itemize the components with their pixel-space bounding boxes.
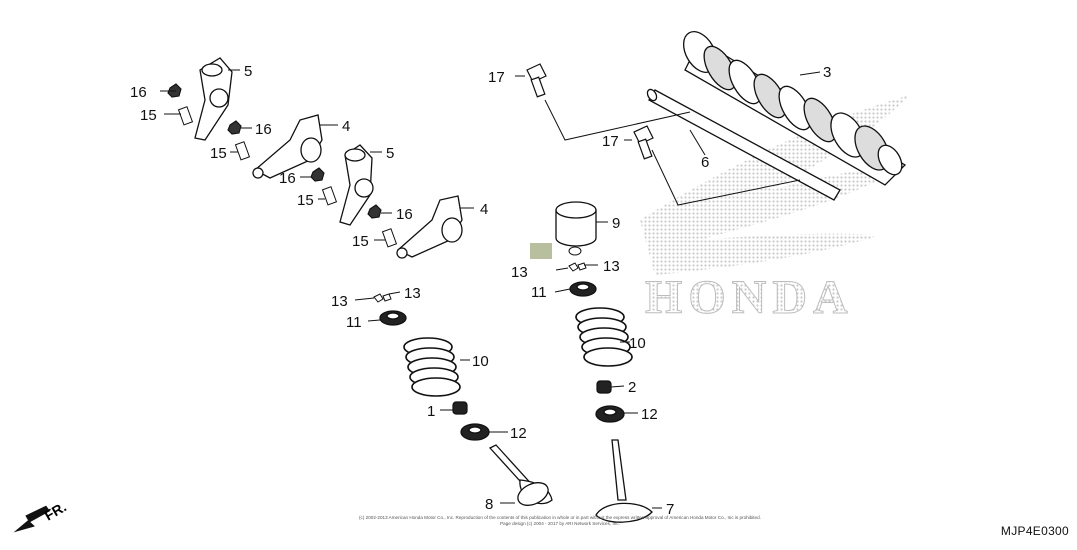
spring-seats (460, 405, 625, 441)
copyright-line-2: Page design (c) 2004 - 2017 by ARI Netwo… (500, 521, 620, 526)
callout-2: 2 (628, 379, 636, 396)
callout-8: 8 (485, 496, 493, 513)
valve-7 (595, 439, 653, 523)
callout-16-a: 16 (130, 84, 147, 101)
copyright-line-1: (c) 2002-2013 American Honda Motor Co., … (359, 515, 761, 520)
callout-16-c: 16 (279, 170, 296, 187)
callout-10-right: 10 (629, 335, 646, 352)
valve-spring-left (403, 337, 461, 397)
front-label: FR. (42, 498, 70, 523)
callout-labels: 5 16 15 16 4 15 5 16 15 16 4 15 17 17 3 … (130, 63, 831, 518)
callout-4-upper: 4 (342, 118, 350, 135)
callout-13-right-b: 13 (511, 264, 528, 281)
stem-seals (452, 380, 612, 415)
front-arrow-icon: FR. (13, 498, 70, 533)
adjusting-screws (177, 106, 398, 248)
rocker-arm-5-lower (339, 144, 374, 226)
rocker-arm-5-upper (194, 57, 233, 141)
valve-spring-right (575, 307, 633, 367)
callout-15-b: 15 (210, 145, 227, 162)
bolt-17-upper (526, 63, 547, 98)
bolt-17-lower (633, 125, 654, 160)
callout-13-right-a: 13 (603, 258, 620, 275)
callout-1: 1 (427, 403, 435, 420)
callout-9: 9 (612, 215, 620, 232)
honda-text-watermark: HONDA (645, 271, 854, 324)
valve-8 (488, 444, 553, 506)
callout-17-lower: 17 (602, 133, 619, 150)
highlight-box (530, 243, 552, 259)
callout-3: 3 (823, 64, 831, 81)
callout-5-lower: 5 (386, 145, 394, 162)
rocker-shaft (646, 88, 841, 201)
leader-lines-bolts-shaft (544, 99, 801, 206)
rocker-arm-4-lower (396, 195, 463, 259)
callout-13-left-a: 13 (331, 293, 348, 310)
callout-10-left: 10 (472, 353, 489, 370)
callout-15-d: 15 (352, 233, 369, 250)
copyright-notice: (c) 2002-2013 American Honda Motor Co., … (300, 515, 820, 527)
spring-retainers (379, 281, 597, 326)
callout-15-a: 15 (140, 107, 157, 124)
callout-16-d: 16 (396, 206, 413, 223)
callout-13-left-b: 13 (404, 285, 421, 302)
callout-7: 7 (666, 501, 674, 518)
callout-6: 6 (701, 154, 709, 171)
callout-leaders (160, 69, 821, 509)
callout-17-upper: 17 (488, 69, 505, 86)
valve-cotters (373, 262, 587, 303)
callout-4-lower: 4 (480, 201, 488, 218)
callout-12-right: 12 (641, 406, 658, 423)
rocker-arm-4-upper (252, 114, 323, 179)
callout-5-upper: 5 (244, 63, 252, 80)
callout-15-c: 15 (297, 192, 314, 209)
shim (568, 246, 582, 256)
callout-16-b: 16 (255, 121, 272, 138)
callout-12-left: 12 (510, 425, 527, 442)
callout-11-left: 11 (346, 314, 362, 331)
diagram-code: MJP4E0300 (1000, 524, 1069, 538)
callout-11-right: 11 (531, 284, 547, 301)
camshaft (682, 31, 907, 186)
valve-lifter (555, 201, 597, 247)
